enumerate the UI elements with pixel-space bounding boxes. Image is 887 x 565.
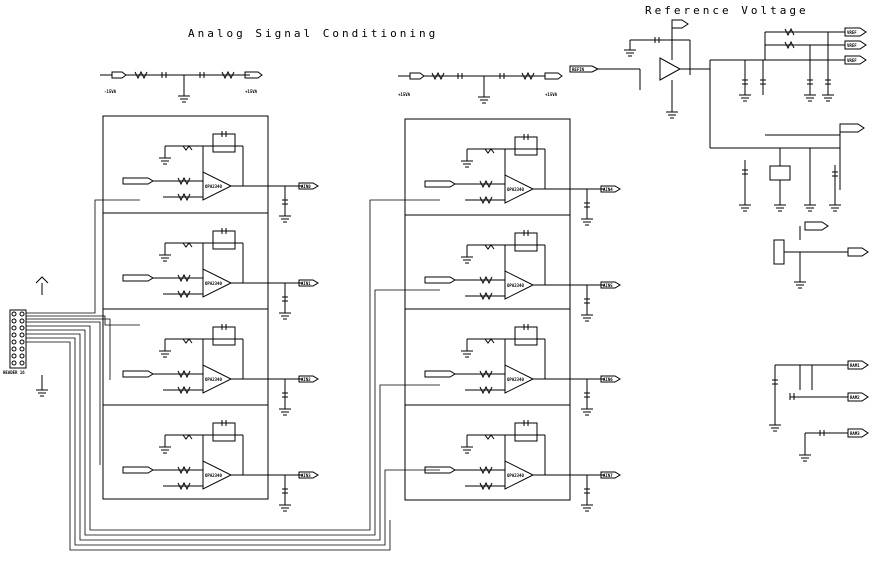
- channel-output-label: AIN0: [301, 184, 311, 189]
- main-title: Analog Signal Conditioning: [188, 27, 438, 40]
- left-supply-filter: -15VA +15VA: [100, 70, 263, 103]
- bottom-right-circuits: [769, 360, 869, 462]
- ram-port-1: RAM1: [850, 363, 860, 368]
- connector-pin: [11, 318, 17, 324]
- channel-output-label: AIN5: [603, 283, 613, 288]
- connector-pin: [19, 360, 25, 366]
- channel-right-2: AIN6 OPA2340: [424, 324, 621, 416]
- vref-port-3: VREF: [847, 58, 857, 63]
- connector-pin: [11, 360, 17, 366]
- header-connector: HEADER 16: [3, 276, 49, 397]
- connector-label: HEADER 16: [3, 370, 25, 375]
- opamp-label: OPA2340: [507, 187, 524, 192]
- vref-port-1: VREF: [847, 30, 857, 35]
- svg-text:+15VA: +15VA: [398, 92, 411, 97]
- opamp-label: OPA2340: [507, 473, 524, 478]
- channel-output-label: AIN4: [603, 187, 613, 192]
- connector-pin: [19, 325, 25, 331]
- reference-title: Reference Voltage: [645, 4, 809, 17]
- reference-section: [569, 19, 869, 289]
- channel-output-label: AIN6: [603, 377, 613, 382]
- connector-pin: [19, 332, 25, 338]
- connector-pin: [11, 353, 17, 359]
- channel-right-3: AIN7 OPA2340: [424, 420, 621, 512]
- connector-pin: [19, 318, 25, 324]
- connector-pin: [19, 339, 25, 345]
- ram-port-2: RAM2: [850, 395, 860, 400]
- channel-right-1: AIN5 OPA2340: [424, 230, 621, 322]
- channel-output-label: AIN1: [301, 281, 311, 286]
- svg-text:-15VA: -15VA: [104, 89, 117, 94]
- opamp-label: OPA2340: [205, 184, 222, 189]
- channel-right-0: AIN4 OPA2340: [424, 134, 621, 226]
- connector-pin: [11, 311, 17, 317]
- bus-wires: [26, 199, 440, 551]
- right-supply-filter: +15VA +15VA: [398, 71, 563, 104]
- channel-output-label: AIN7: [603, 473, 613, 478]
- opamp-label: OPA2340: [205, 377, 222, 382]
- connector-pin: [11, 332, 17, 338]
- opamp-label: OPA2340: [205, 473, 222, 478]
- channel-left-0: AIN0 OPA2340: [122, 131, 319, 223]
- refin-port: REFIN: [572, 67, 585, 72]
- svg-text:+15VA: +15VA: [245, 89, 258, 94]
- svg-text:+15VA: +15VA: [545, 92, 558, 97]
- opamp-label: OPA2340: [507, 377, 524, 382]
- connector-pin: [11, 339, 17, 345]
- left-channel-group: [102, 115, 269, 500]
- channel-left-2: AIN2 OPA2340: [122, 324, 319, 416]
- right-channel-group: [404, 118, 571, 501]
- ram-port-3: RAM3: [850, 431, 860, 436]
- connector-pin: [11, 346, 17, 352]
- connector-pin: [19, 311, 25, 317]
- channel-output-label: AIN3: [301, 473, 311, 478]
- vref-port-2: VREF: [847, 43, 857, 48]
- channel-left-1: AIN1 OPA2340: [122, 228, 319, 320]
- channel-left-3: AIN3 OPA2340: [122, 420, 319, 512]
- connector-pin: [19, 346, 25, 352]
- channel-output-label: AIN2: [301, 377, 311, 382]
- connector-pin: [19, 353, 25, 359]
- opamp-label: OPA2340: [205, 281, 222, 286]
- connector-pin: [11, 325, 17, 331]
- opamp-label: OPA2340: [507, 283, 524, 288]
